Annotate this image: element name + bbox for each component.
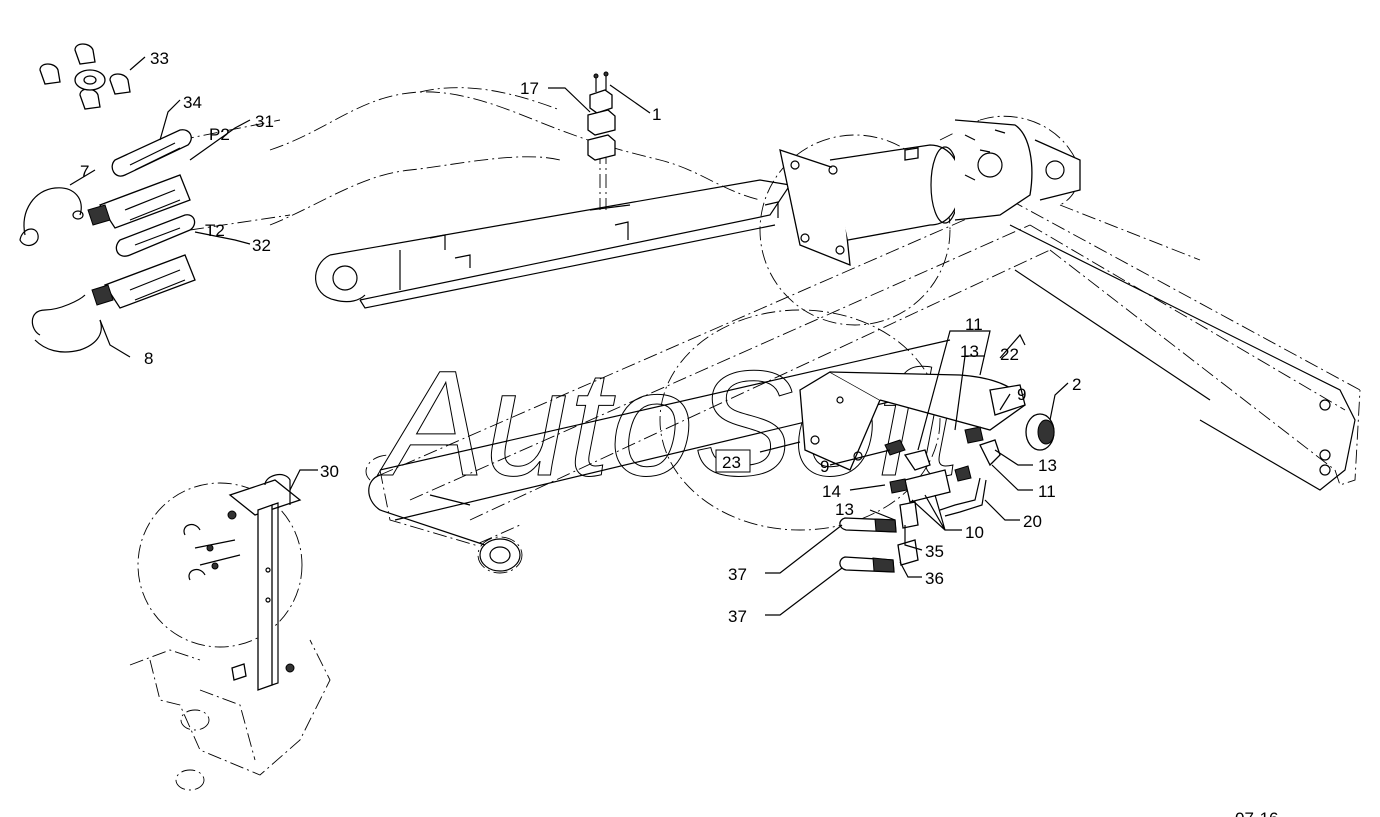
callout-t2: T2 (205, 221, 225, 240)
callout-9-left: 9 (820, 457, 829, 476)
callout-2: 2 (1072, 375, 1081, 394)
sheet-code: 07-16 (1235, 809, 1278, 817)
watermark: AutoSoft (377, 339, 966, 507)
callout-30: 30 (320, 462, 339, 481)
callout-34: 34 (183, 93, 202, 112)
callout-32: 32 (252, 236, 271, 255)
boom-arm (315, 119, 1356, 572)
callout-36: 36 (925, 569, 944, 588)
clamp-block-17 (587, 71, 616, 161)
callout-22: 22 (1000, 345, 1019, 364)
callout-33: 33 (150, 49, 169, 68)
callout-labels: 33 34 P2 31 7 T2 32 8 17 1 11 13 22 9 2 … (80, 49, 1278, 817)
quick-couplings (19, 43, 196, 353)
clip-set-33 (39, 43, 131, 110)
valve-block-assembly (799, 371, 1055, 573)
callout-13-lower: 13 (835, 500, 854, 519)
callout-23-box (715, 449, 751, 473)
callout-37-lower: 37 (728, 607, 747, 626)
callout-11-right: 11 (1038, 482, 1056, 501)
callout-8: 8 (144, 349, 153, 368)
callout-11-top: 11 (965, 315, 983, 334)
callout-23: 23 (722, 453, 741, 472)
callout-9-right: 9 (1017, 385, 1026, 404)
leader-lines (69, 56, 1069, 616)
callout-13-right: 13 (1038, 456, 1057, 475)
callout-31: 31 (255, 112, 274, 131)
callout-17: 17 (520, 79, 539, 98)
callout-35: 35 (925, 542, 944, 561)
callout-20: 20 (1023, 512, 1042, 531)
callout-7: 7 (80, 162, 89, 181)
callout-37-upper: 37 (728, 565, 747, 584)
callout-10: 10 (965, 523, 984, 542)
callout-1: 1 (652, 105, 661, 124)
callout-13-top: 13 (960, 342, 979, 361)
bracket-30 (183, 473, 302, 691)
callout-14: 14 (822, 482, 841, 501)
callout-p2: P2 (209, 125, 230, 144)
